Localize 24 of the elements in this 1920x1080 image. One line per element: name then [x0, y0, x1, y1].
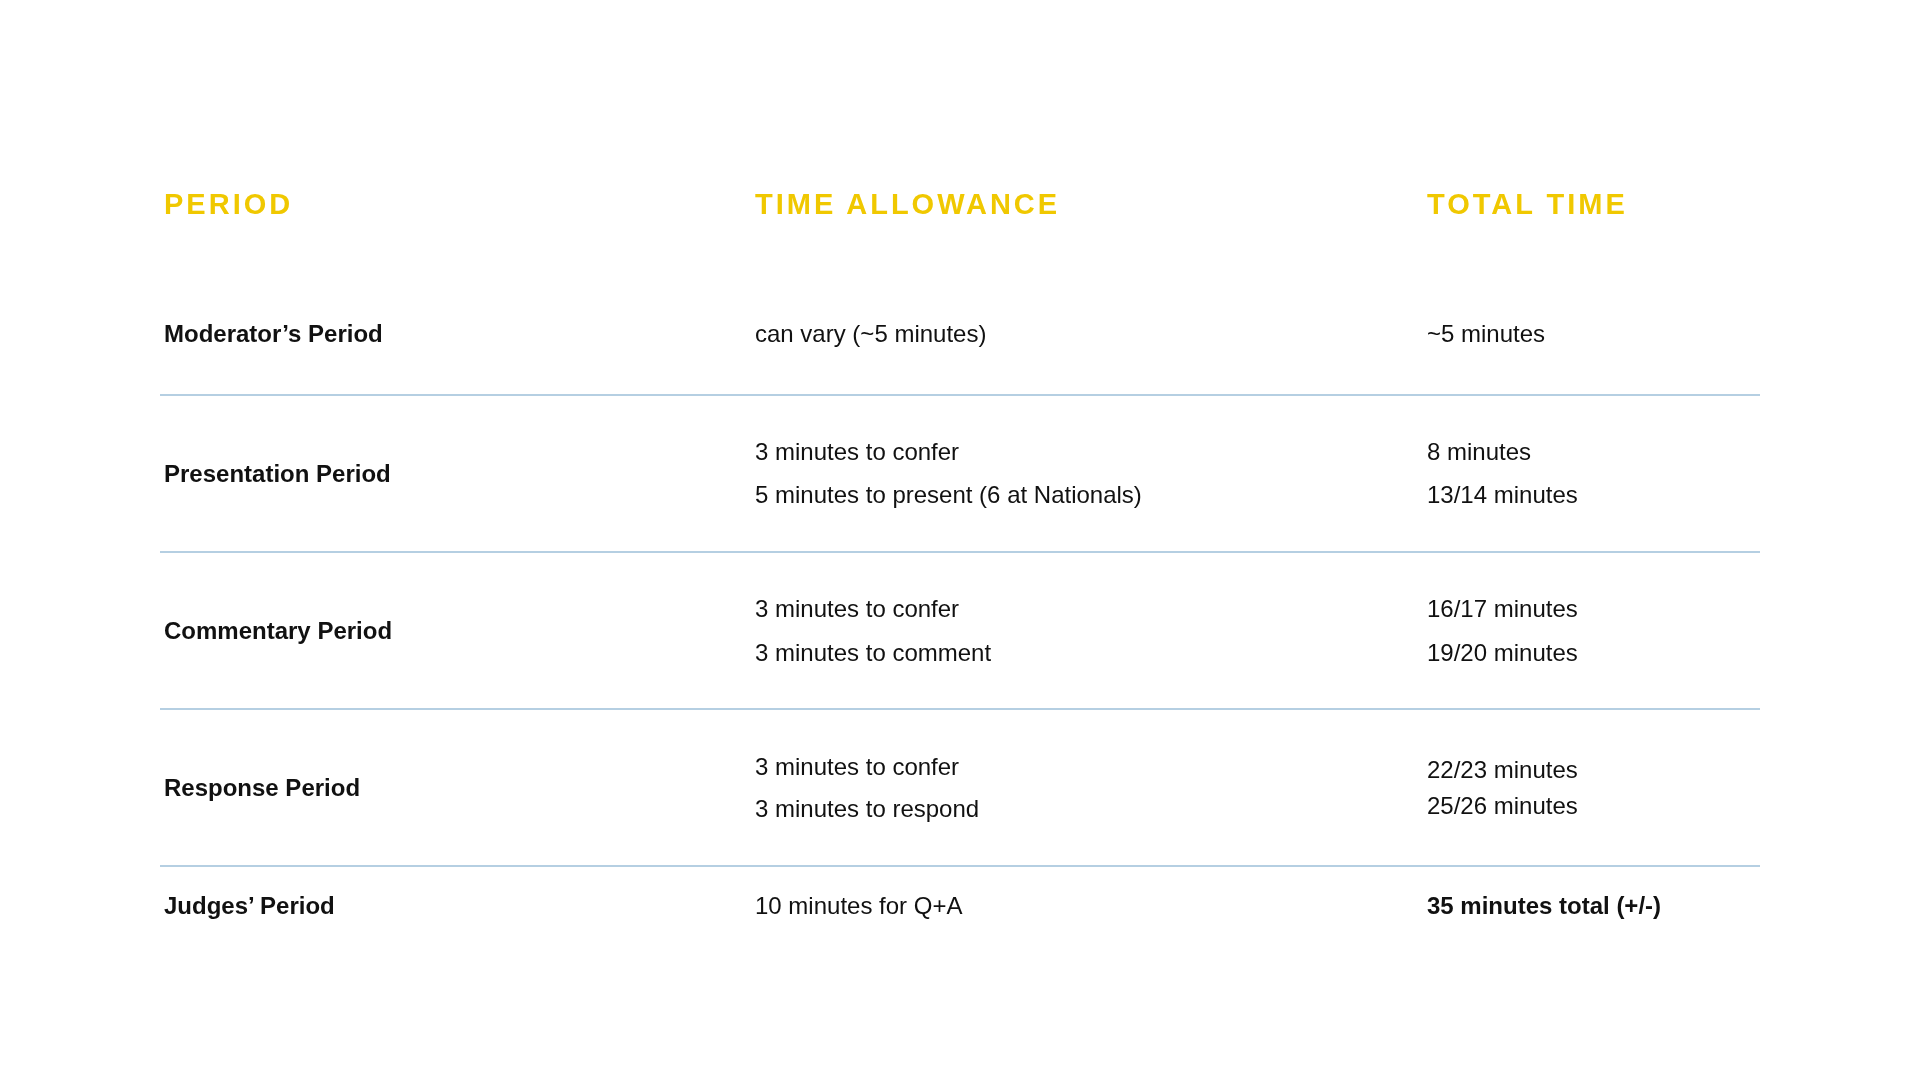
column-header: TOTAL TIME [1427, 189, 1628, 219]
table-cell-text: 3 minutes to confer [755, 594, 960, 624]
row-heading: Response Period [164, 773, 361, 803]
table-cell-text: 3 minutes to confer [755, 752, 960, 782]
row-heading: Moderator’s Period [164, 319, 383, 349]
table-cell-text: ~5 minutes [1427, 319, 1546, 349]
table-cell-text: 16/17 minutes [1427, 594, 1578, 624]
table-cell-text: 5 minutes to present (6 at Nationals) [755, 480, 1142, 510]
table-cell-text: 10 minutes for Q+A [755, 891, 963, 921]
row-heading: Judges’ Period [164, 891, 335, 921]
table-cell-text: 3 minutes to respond [755, 794, 980, 824]
row-heading: 35 minutes total (+/-) [1427, 891, 1662, 921]
table-cell-text: 19/20 minutes [1427, 638, 1578, 668]
table-cell-text: 22/23 minutes [1427, 755, 1578, 785]
column-header: TIME ALLOWANCE [755, 189, 1061, 219]
table-cell-text: 3 minutes to confer [755, 437, 960, 467]
row-heading: Commentary Period [164, 616, 393, 646]
row-heading: Presentation Period [164, 459, 391, 489]
table-cell-text: 8 minutes [1427, 437, 1532, 467]
column-header: PERIOD [164, 189, 294, 219]
table-cell-text: 3 minutes to comment [755, 638, 992, 668]
table-cell-text: 13/14 minutes [1427, 480, 1578, 510]
table-cell-text: 25/26 minutes [1427, 791, 1578, 821]
table-cell-text: can vary (~5 minutes) [755, 319, 987, 349]
